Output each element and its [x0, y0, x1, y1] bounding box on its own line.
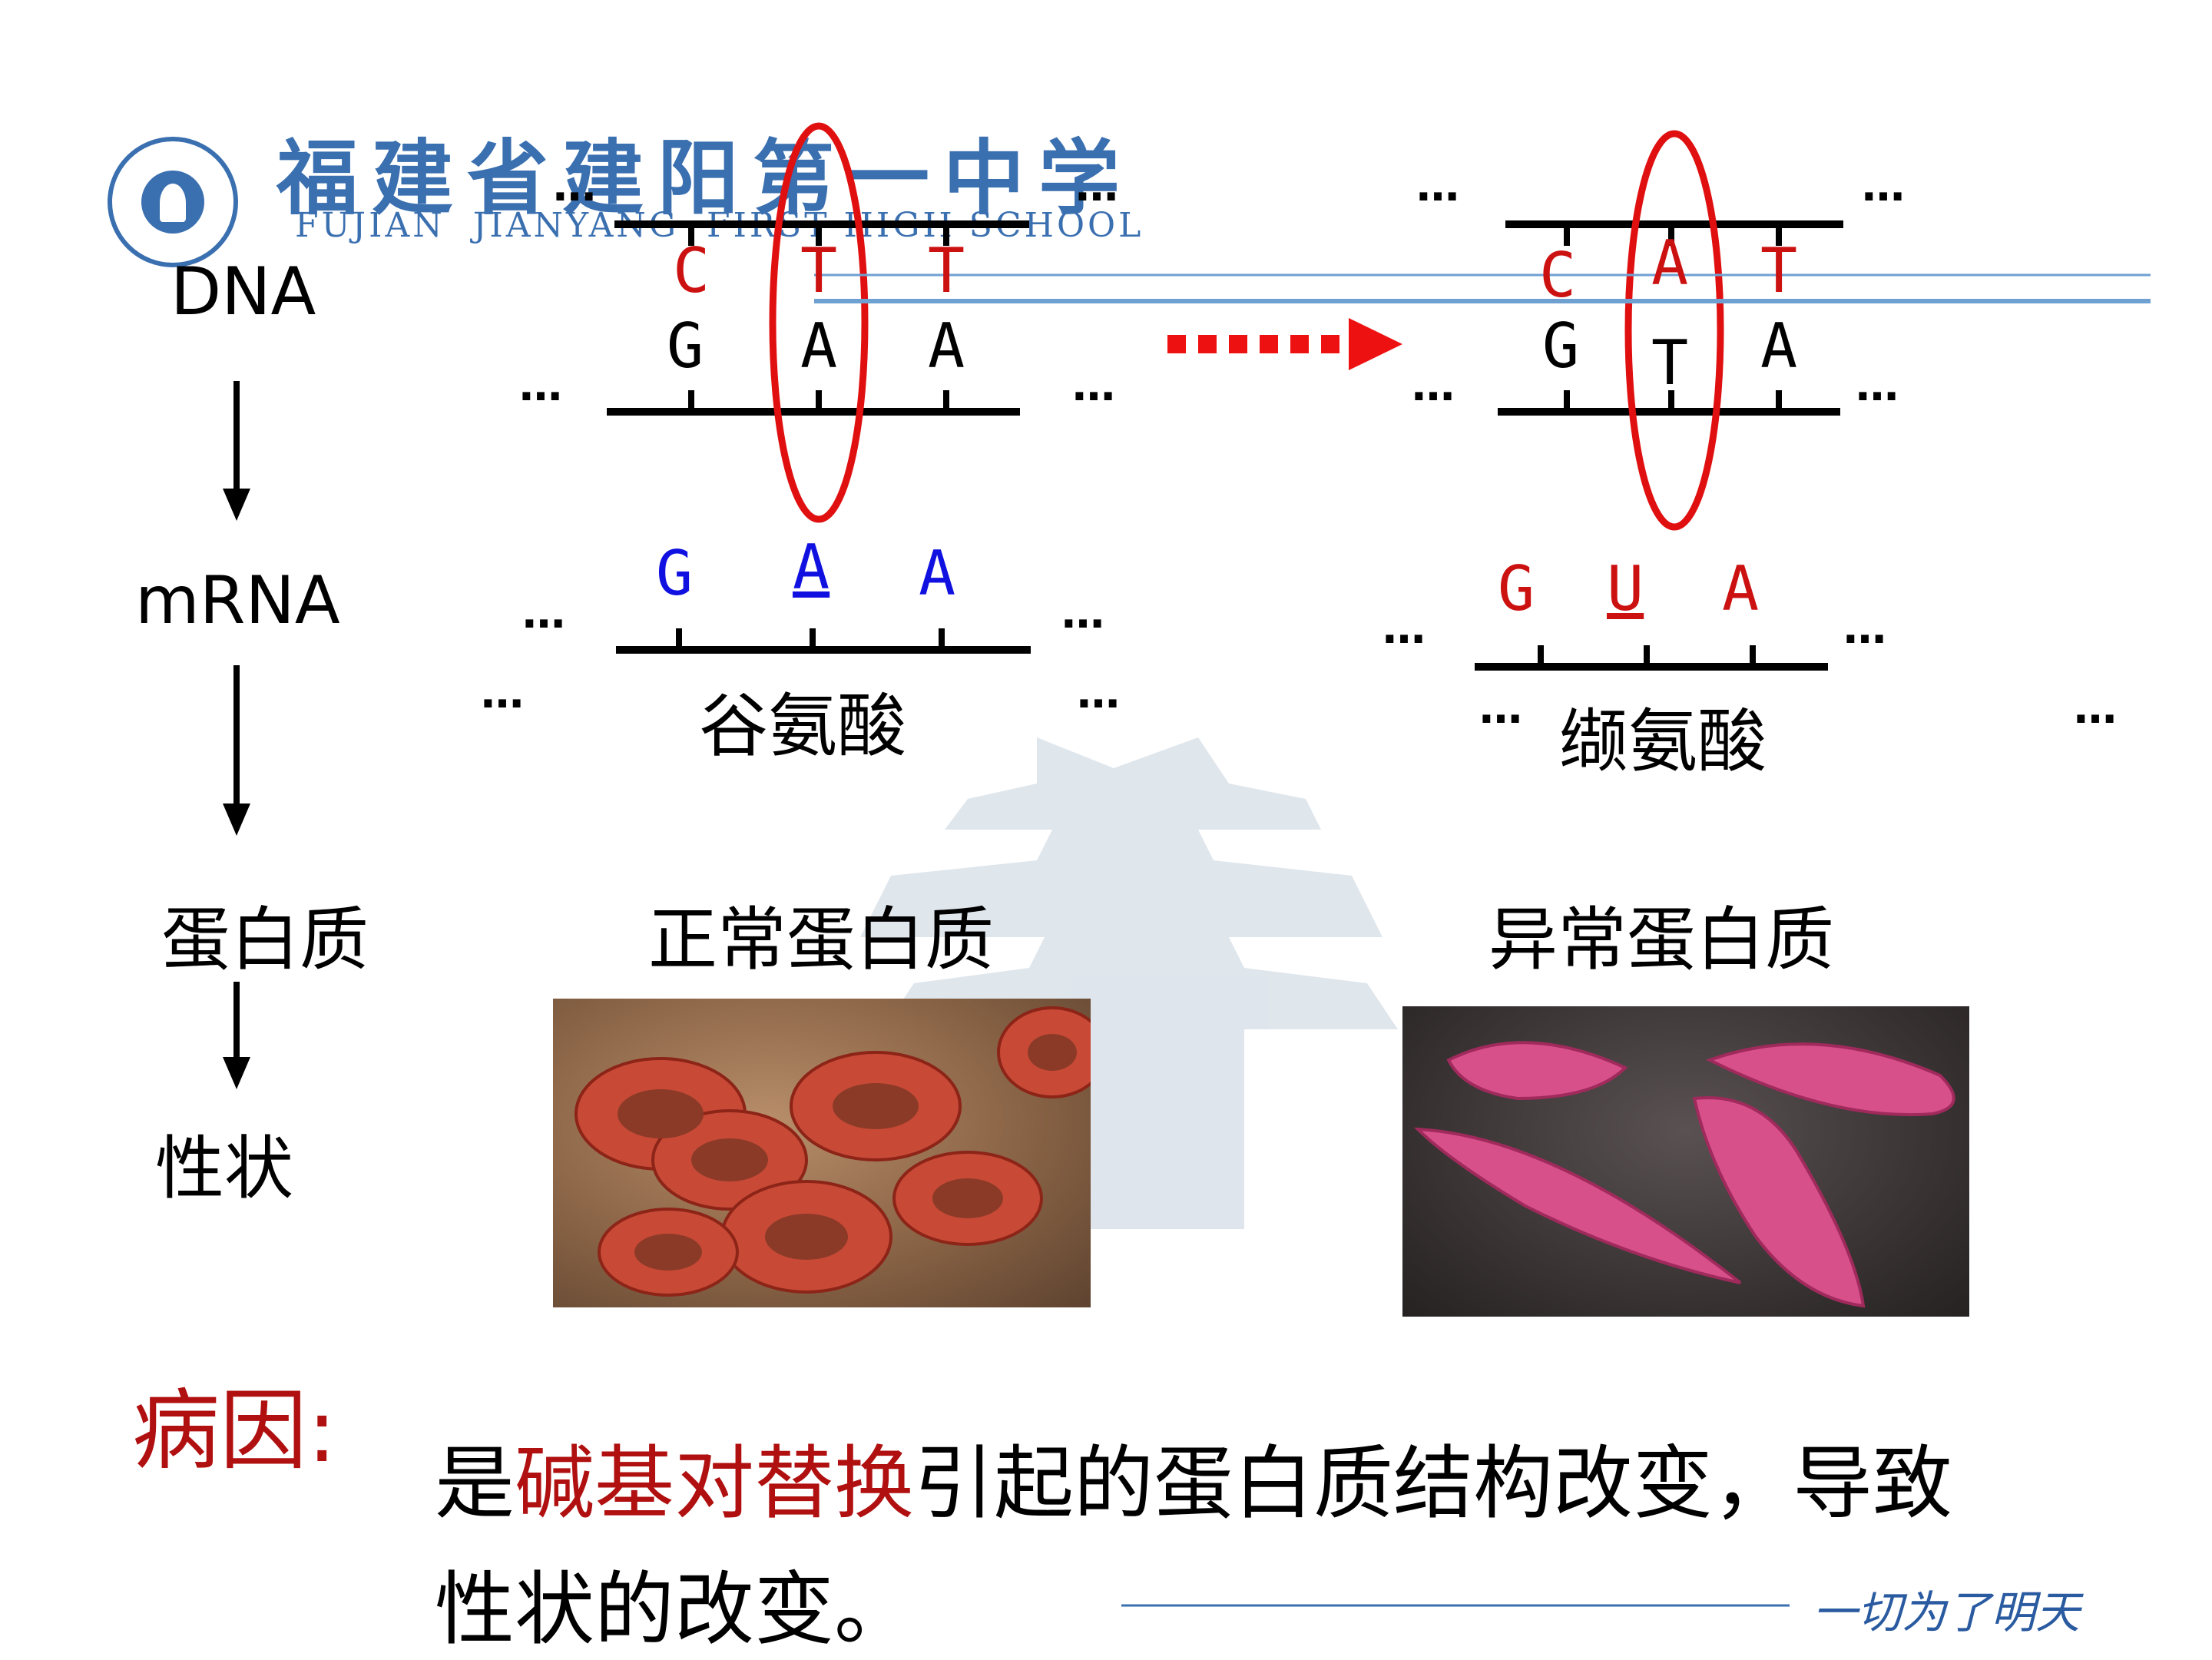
mutant-mrna-base-1: G — [1498, 553, 1535, 625]
normal-dna-top-base-3: T — [928, 235, 965, 306]
label-mrna: mRNA — [135, 562, 340, 639]
ellipsis-mutant-mrna-right: … — [1843, 604, 1889, 654]
normal-highlight-ellipse — [769, 122, 869, 523]
mutation-dashed-arrow — [1167, 318, 1402, 370]
school-logo — [108, 137, 238, 267]
label-dna: DNA — [171, 253, 316, 330]
mutant-mrna-base-2: U — [1607, 553, 1644, 625]
mutant-highlight-ellipse — [1624, 130, 1724, 531]
mutant-dna-top-base-3: T — [1760, 235, 1798, 306]
normal-mrna-base-2: A — [793, 532, 830, 603]
cause-line-2: 性状的改变。 — [435, 1562, 915, 1656]
normal-dna-top-base-1: C — [673, 235, 710, 306]
ellipsis-mutant-aa-left: … — [1479, 684, 1525, 734]
flow-arrow-head-1 — [223, 489, 250, 521]
ellipsis-normal-dna-bottom-right: … — [1072, 361, 1118, 411]
school-motto: 一切为了明天 — [1813, 1586, 2081, 1638]
mutant-dna-bottom-base-1: G — [1542, 310, 1580, 382]
label-trait: 性状 — [155, 1128, 293, 1209]
normal-mrna-base-3: A — [919, 538, 956, 609]
normal-protein-label: 正常蛋白质 — [648, 900, 994, 980]
ellipsis-normal-mrna-left: … — [522, 588, 568, 638]
ellipsis-normal-aa-right: … — [1077, 668, 1123, 718]
mutant-dna-bottom-base-3: A — [1760, 310, 1798, 382]
label-protein: 蛋白质 — [161, 900, 369, 980]
cause-label: 病因: — [132, 1380, 337, 1482]
mutant-protein-label: 异常蛋白质 — [1488, 900, 1834, 980]
normal-mrna-base-1: G — [656, 538, 694, 609]
normal-dna-bottom-base-3: A — [928, 310, 965, 382]
mutant-amino-acid: 缬氨酸 — [1559, 701, 1767, 782]
sickle-cell — [1446, 1041, 1628, 1101]
ellipsis-mutant-dna-top-left: … — [1416, 161, 1462, 211]
mutant-dna-top-base-1: C — [1539, 240, 1577, 311]
normal-dna-bottom-base-2: A — [800, 310, 838, 382]
cause-highlight: 碱基对替换 — [515, 1436, 915, 1530]
ellipsis-normal-dna-top-right: … — [1075, 161, 1121, 211]
logo-emblem-icon — [160, 184, 186, 222]
ellipsis-normal-mrna-right: … — [1061, 588, 1108, 638]
normal-amino-acid: 谷氨酸 — [699, 686, 906, 767]
ellipsis-normal-aa-left: … — [481, 668, 527, 718]
ellipsis-normal-dna-bottom-left: … — [519, 361, 565, 411]
normal-dna-top-base-2: T — [800, 235, 838, 306]
sickle-cells-image — [1402, 1006, 1969, 1317]
flow-arrow-head-3 — [223, 1057, 250, 1089]
cause-line-1: 是碱基对替换引起的蛋白质结构改变，导致 — [435, 1418, 1952, 1534]
sickle-cell — [1692, 1096, 1866, 1308]
normal-dna-bottom-base-1: G — [667, 310, 704, 382]
ellipsis-mutant-dna-top-right: … — [1862, 161, 1908, 211]
sickle-cells-drawing — [1413, 1041, 1955, 1308]
normal-cells-drawing — [575, 1006, 1091, 1297]
flow-arrow-head-2 — [223, 803, 250, 836]
mutant-dna-top-base-2: A — [1651, 227, 1689, 299]
mutant-dna-bottom-base-2: T — [1651, 327, 1689, 399]
school-name-cn: 福建省建阳第一中学 — [276, 130, 1134, 226]
ellipsis-mutant-mrna-left: … — [1382, 604, 1429, 654]
ellipsis-normal-dna-top-left: … — [553, 161, 599, 211]
sickle-cell — [1413, 1127, 1742, 1284]
normal-red-blood-cells-image — [553, 999, 1091, 1307]
mutant-mrna-base-3: A — [1722, 553, 1760, 625]
cause-line-1-post: 引起的蛋白质结构改变，导致 — [914, 1436, 1953, 1530]
sickle-cell — [1705, 1042, 1955, 1117]
ellipsis-mutant-dna-bottom-left: … — [1412, 361, 1458, 411]
ellipsis-mutant-dna-bottom-right: … — [1856, 361, 1902, 411]
cause-line-1-pre: 是 — [435, 1436, 515, 1530]
ellipsis-mutant-aa-right: … — [2074, 684, 2120, 734]
